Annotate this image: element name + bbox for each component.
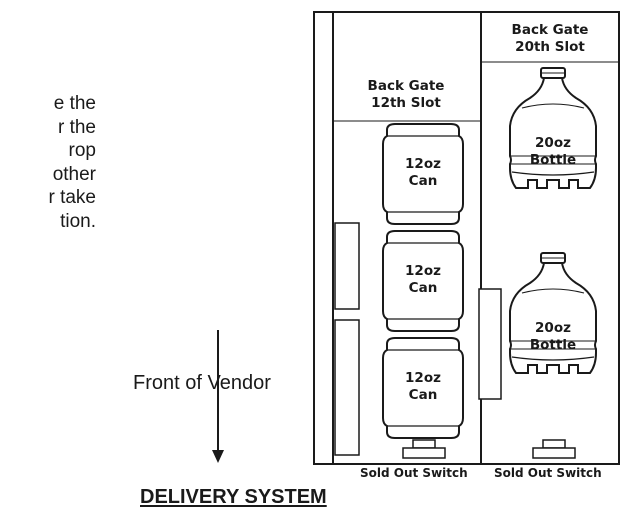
can-label: 12oz Can — [383, 156, 463, 190]
bottle-20oz — [509, 67, 597, 189]
back-gate-20-label: Back Gate 20th Slot — [481, 22, 619, 56]
bottle-label: 20oz Bottle — [513, 320, 593, 354]
bottle-label-type: Bottle — [529, 152, 577, 168]
side-panel — [334, 319, 360, 456]
instruction-line: e the — [53, 93, 96, 114]
delivery-system-title: DELIVERY SYSTEM — [140, 486, 327, 508]
front-of-vendor-label: Front of Vendor — [133, 372, 271, 394]
can-label: 12oz Can — [383, 370, 463, 404]
instruction-line: r take — [48, 187, 96, 208]
bottle-label: 20oz Bottle — [513, 135, 593, 169]
instruction-line: r the — [57, 116, 96, 138]
instruction-line: rop — [68, 140, 96, 161]
side-panel — [478, 288, 502, 400]
can-label-size: 12oz — [405, 370, 441, 386]
back-gate-20-line2: 20th Slot — [515, 39, 585, 55]
instruction-line: tion. — [60, 210, 96, 232]
back-gate-12-label: Back Gate 12th Slot — [333, 78, 479, 112]
can-label-type: Can — [408, 173, 438, 189]
can-label-type: Can — [408, 387, 438, 403]
can-label-size: 12oz — [405, 156, 441, 172]
instruction-text: e the r the rop other r take tion. — [0, 92, 96, 233]
can-label-type: Can — [408, 280, 438, 296]
instruction-line: other — [52, 163, 96, 185]
bottle-label-size: 20oz — [535, 320, 571, 336]
sold-out-switch-20-label: Sold Out Switch — [494, 466, 602, 480]
back-gate-12-line1: Back Gate — [367, 78, 445, 94]
can-label-size: 12oz — [405, 263, 441, 279]
can-label: 12oz Can — [383, 263, 463, 297]
bottle-label-size: 20oz — [535, 135, 571, 151]
back-gate-12-line2: 12th Slot — [371, 95, 441, 111]
sold-out-switch-12 — [402, 439, 446, 459]
bottle-label-type: Bottle — [529, 337, 577, 353]
sold-out-switch-20 — [532, 439, 576, 459]
side-panel — [334, 222, 360, 310]
sold-out-switch-12-label: Sold Out Switch — [360, 466, 468, 480]
vendor-frame — [313, 11, 620, 465]
front-arrow — [212, 330, 224, 463]
back-gate-20-line1: Back Gate — [511, 22, 589, 38]
bottle-20oz — [509, 252, 597, 374]
